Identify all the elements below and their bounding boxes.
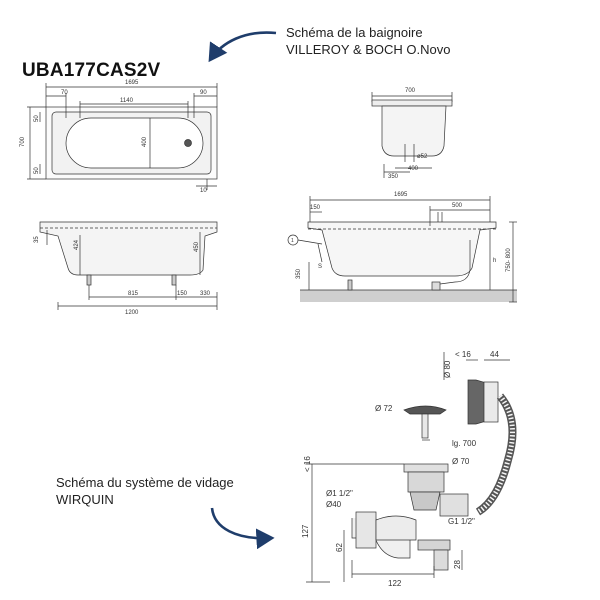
dim-top-700: 700 — [20, 136, 26, 147]
dim-top-70: 70 — [61, 90, 68, 96]
side-view — [39, 221, 218, 310]
dim-inst-h: h — [493, 258, 496, 264]
dim-inst-circle: 1 — [291, 238, 294, 244]
dim-drain-d70: Ø 70 — [452, 457, 470, 466]
dim-end-400: 400 — [408, 166, 419, 172]
dim-side-815: 815 — [128, 291, 139, 297]
dim-end-700: 700 — [405, 88, 416, 94]
tub-caption: Schéma de la baignoire VILLEROY & BOCH O… — [286, 24, 451, 58]
dim-drain-122: 122 — [388, 579, 402, 588]
dim-drain-127: 127 — [301, 524, 310, 538]
model-code: UBA177CAS2V — [22, 60, 161, 81]
drain-pointer-arrow — [210, 507, 275, 550]
tub-caption-line1: Schéma de la baignoire — [286, 25, 423, 40]
dim-drain-g1: G1 1/2" — [448, 517, 475, 526]
tub-caption-line2: VILLEROY & BOCH O.Novo — [286, 42, 451, 57]
drain-caption-line2: WIRQUIN — [56, 492, 114, 507]
dim-side-424: 424 — [74, 239, 80, 250]
dim-drain-62: 62 — [335, 543, 344, 552]
dim-top-400: 400 — [142, 136, 148, 147]
dim-top-10: 10 — [200, 188, 207, 194]
dim-end-350: 350 — [388, 174, 399, 180]
dim-drain-d80: Ø 80 — [443, 360, 452, 378]
dim-inst-350: 350 — [296, 268, 302, 279]
drain-caption-line1: Schéma du système de vidage — [56, 475, 234, 490]
dim-side-150: 150 — [177, 291, 188, 297]
dim-side-450: 450 — [194, 241, 200, 252]
dim-top-50b: 50 — [34, 167, 40, 174]
drain-system — [306, 352, 517, 583]
dim-side-35: 35 — [34, 236, 40, 243]
dim-side-1200: 1200 — [125, 310, 139, 316]
dim-drain-d72: Ø 72 — [375, 404, 393, 413]
dim-inst-s: S — [318, 264, 322, 270]
dim-top-1140: 1140 — [120, 98, 134, 104]
top-view — [27, 83, 218, 190]
dim-drain-16a: < 16 — [455, 350, 471, 359]
end-view — [371, 92, 453, 178]
dim-inst-750800: 750- 800 — [506, 248, 512, 272]
dim-top-1695: 1695 — [125, 80, 139, 86]
dim-drain-44: 44 — [490, 350, 499, 359]
dim-top-50a: 50 — [34, 115, 40, 122]
dim-top-90: 90 — [200, 90, 207, 96]
dim-drain-d1: Ø1 1/2" — [326, 489, 353, 498]
dim-side-330: 330 — [200, 291, 211, 297]
dim-inst-150: 150 — [310, 205, 321, 211]
drain-caption: Schéma du système de vidage WIRQUIN — [56, 474, 234, 508]
tub-pointer-arrow — [208, 31, 277, 63]
installation-view — [287, 196, 517, 303]
dim-end-d52: ø52 — [417, 154, 428, 160]
dim-drain-d40: Ø40 — [326, 500, 342, 509]
dim-inst-1695: 1695 — [394, 192, 408, 198]
dim-drain-16b: < 16 — [303, 456, 312, 472]
dim-inst-500: 500 — [452, 203, 463, 209]
dim-drain-lg700: lg. 700 — [452, 439, 477, 448]
dim-drain-28: 28 — [453, 560, 462, 569]
